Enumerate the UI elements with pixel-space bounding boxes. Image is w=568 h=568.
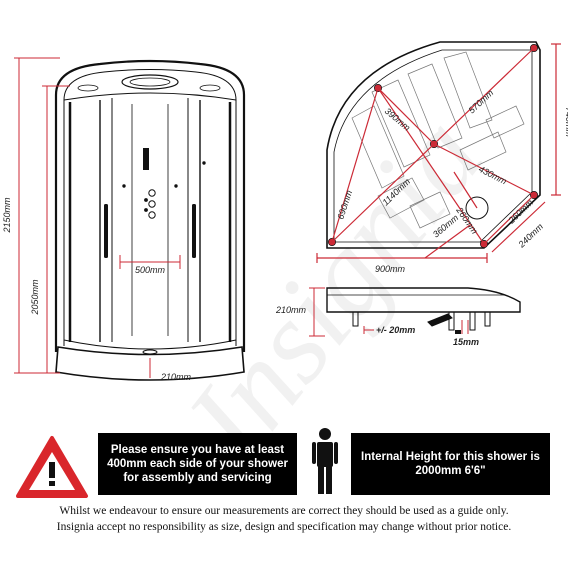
tray-side-profile — [326, 287, 521, 334]
dim-tray-base-height: 210mm — [160, 372, 192, 382]
dim-plan-260-side: 260mm — [506, 197, 536, 226]
dim-foot-adjust: +/- 20mm — [376, 325, 415, 335]
waste-position — [465, 196, 489, 220]
rain-shower-head — [121, 74, 179, 90]
internal-height-notice: Internal Height for this shower is 2000m… — [351, 433, 550, 495]
install-space-notice: Please ensure you have at least 400mm ea… — [98, 433, 297, 495]
shower-tray — [55, 346, 245, 381]
dim-door-opening: 500mm — [135, 265, 166, 275]
door-handle-right — [192, 204, 196, 258]
dim-profile-height: 210mm — [275, 305, 307, 315]
install-space-text: Please ensure you have at least 400mm ea… — [107, 444, 288, 484]
dim-foot-offset: 15mm — [453, 337, 479, 347]
internal-height-text: Internal Height for this shower is 2000m… — [361, 451, 540, 477]
watermark: Insignia — [160, 91, 508, 484]
disclaimer-line-2: Insignia accept no responsibility as siz… — [56, 521, 512, 533]
dim-tray-height: 2050mm — [30, 279, 40, 316]
disclaimer-line-1: Whilst we endeavour to ensure our measur… — [59, 505, 509, 517]
enclosure-front-view — [54, 59, 246, 381]
waste-outlet — [142, 349, 158, 355]
warning-triangle-icon — [16, 436, 88, 498]
dim-plan-900: 900mm — [375, 264, 406, 274]
door-handle-left — [104, 204, 108, 258]
dim-total-height: 2150mm — [2, 197, 12, 234]
front-dimension-lines — [14, 57, 181, 378]
dim-plan-740: 740mm — [564, 107, 568, 138]
profile-dimension-lines — [309, 287, 469, 337]
control-panel — [143, 148, 149, 170]
plan-dimension-lines — [316, 43, 561, 263]
person-silhouette-icon — [312, 428, 338, 494]
